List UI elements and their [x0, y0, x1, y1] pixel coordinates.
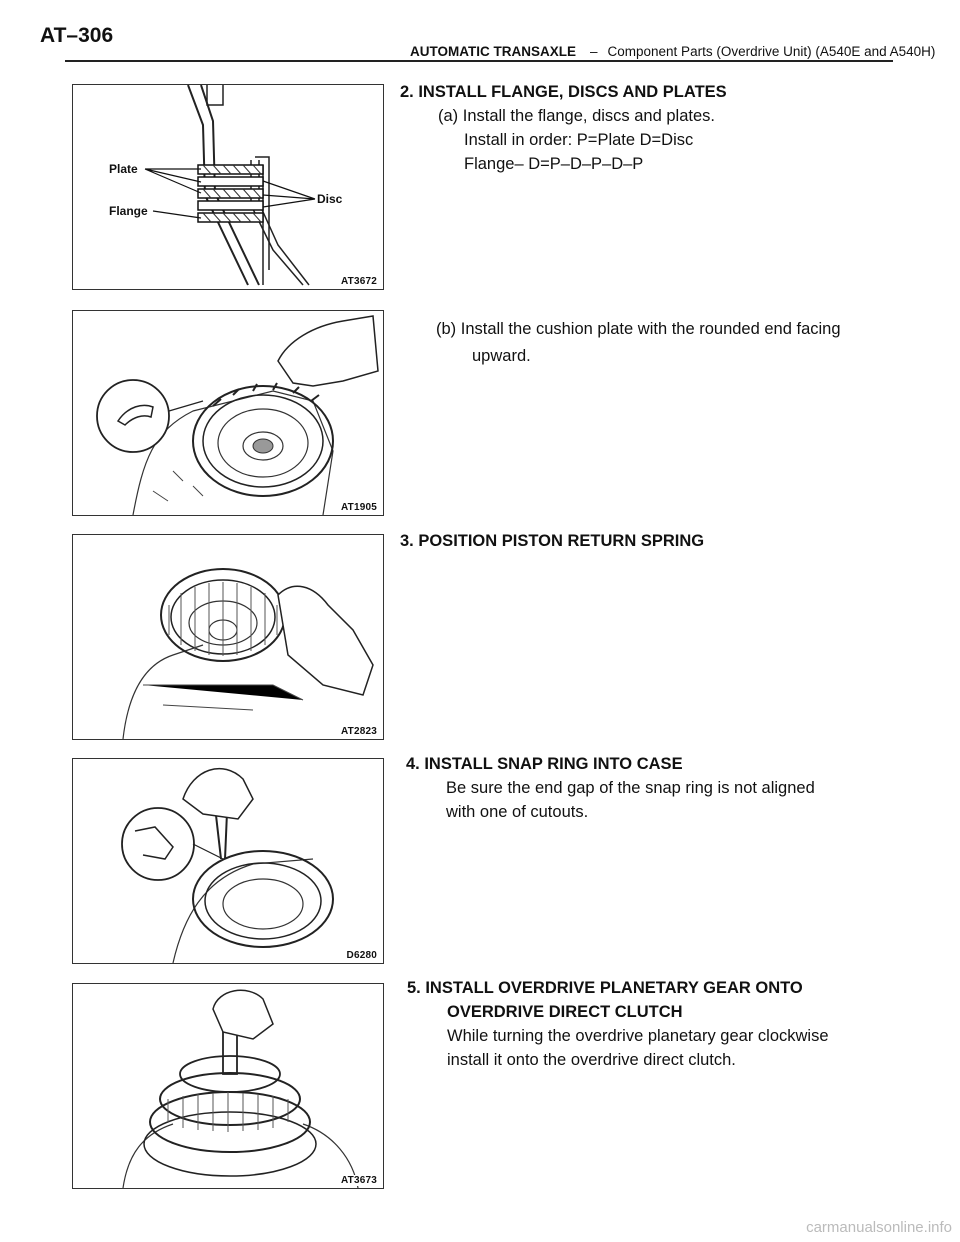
- snap-ring-illustration: [121, 768, 334, 963]
- figure-code: AT3672: [338, 276, 379, 287]
- step-4-line1: Be sure the end gap of the snap ring is …: [446, 779, 815, 797]
- step-2b-text: (b) Install the cushion plate with the r…: [400, 316, 940, 370]
- header-section: AUTOMATIC TRANSAXLE: [410, 44, 576, 59]
- header-subtitle: Component Parts (Overdrive Unit) (A540E …: [607, 44, 936, 59]
- label-disc: Disc: [317, 192, 343, 206]
- figure-snap-ring: D6280: [72, 758, 384, 964]
- figure-code: D6280: [344, 950, 379, 961]
- header-rule: [65, 60, 893, 62]
- header-dash: –: [590, 44, 598, 59]
- figure-clutch-pack-section: Plate Disc Flange AT3672: [72, 84, 384, 290]
- page-number: AT–306: [40, 24, 114, 47]
- step-2b-line2: upward.: [472, 347, 531, 365]
- figure-piston-return-spring: AT2823: [72, 534, 384, 740]
- clutch-pack-illustration: Plate Disc Flange: [109, 85, 343, 286]
- step-2a-sequence: Flange– D=P–D–P–D–P: [464, 155, 644, 173]
- step-4-line2: with one of cutouts.: [446, 803, 589, 821]
- figure-planetary-gear: AT3673: [72, 983, 384, 1189]
- figure-code: AT1905: [338, 502, 379, 513]
- figure-code: AT2823: [338, 726, 379, 737]
- running-header: AUTOMATIC TRANSAXLE–Component Parts (Ove…: [410, 44, 935, 59]
- step-2-title: 2. INSTALL FLANGE, DISCS AND PLATES: [400, 83, 727, 101]
- label-flange: Flange: [109, 204, 148, 218]
- planetary-gear-illustration: [122, 989, 359, 1188]
- step-5-title-line1: 5. INSTALL OVERDRIVE PLANETARY GEAR ONTO: [407, 979, 803, 997]
- step-4-text: 4. INSTALL SNAP RING INTO CASE Be sure t…: [406, 752, 926, 824]
- step-5-line2: install it onto the overdrive direct clu…: [447, 1051, 736, 1069]
- figure-cushion-plate: AT1905: [72, 310, 384, 516]
- cushion-plate-illustration: [96, 315, 379, 515]
- step-5-line1: While turning the overdrive planetary ge…: [447, 1027, 829, 1045]
- label-plate: Plate: [109, 162, 138, 176]
- step-3-title: 3. POSITION PISTON RETURN SPRING: [400, 532, 705, 550]
- step-2a-text: (a) Install the flange, discs and plates…: [438, 107, 715, 125]
- step-4-title: 4. INSTALL SNAP RING INTO CASE: [406, 755, 683, 773]
- watermark-footer[interactable]: carmanualsonline.info: [806, 1219, 952, 1236]
- step-5-title-line2: OVERDRIVE DIRECT CLUTCH: [447, 1003, 683, 1021]
- step-2-text: 2. INSTALL FLANGE, DISCS AND PLATES (a) …: [400, 80, 920, 176]
- step-2b-line1: (b) Install the cushion plate with the r…: [436, 320, 841, 338]
- figure-code: AT3673: [338, 1175, 379, 1186]
- step-3-text: 3. POSITION PISTON RETURN SPRING: [400, 529, 920, 553]
- step-5-text: 5. INSTALL OVERDRIVE PLANETARY GEAR ONTO…: [407, 976, 927, 1072]
- step-2a-order: Install in order: P=Plate D=Disc: [464, 131, 694, 149]
- return-spring-illustration: [122, 568, 374, 739]
